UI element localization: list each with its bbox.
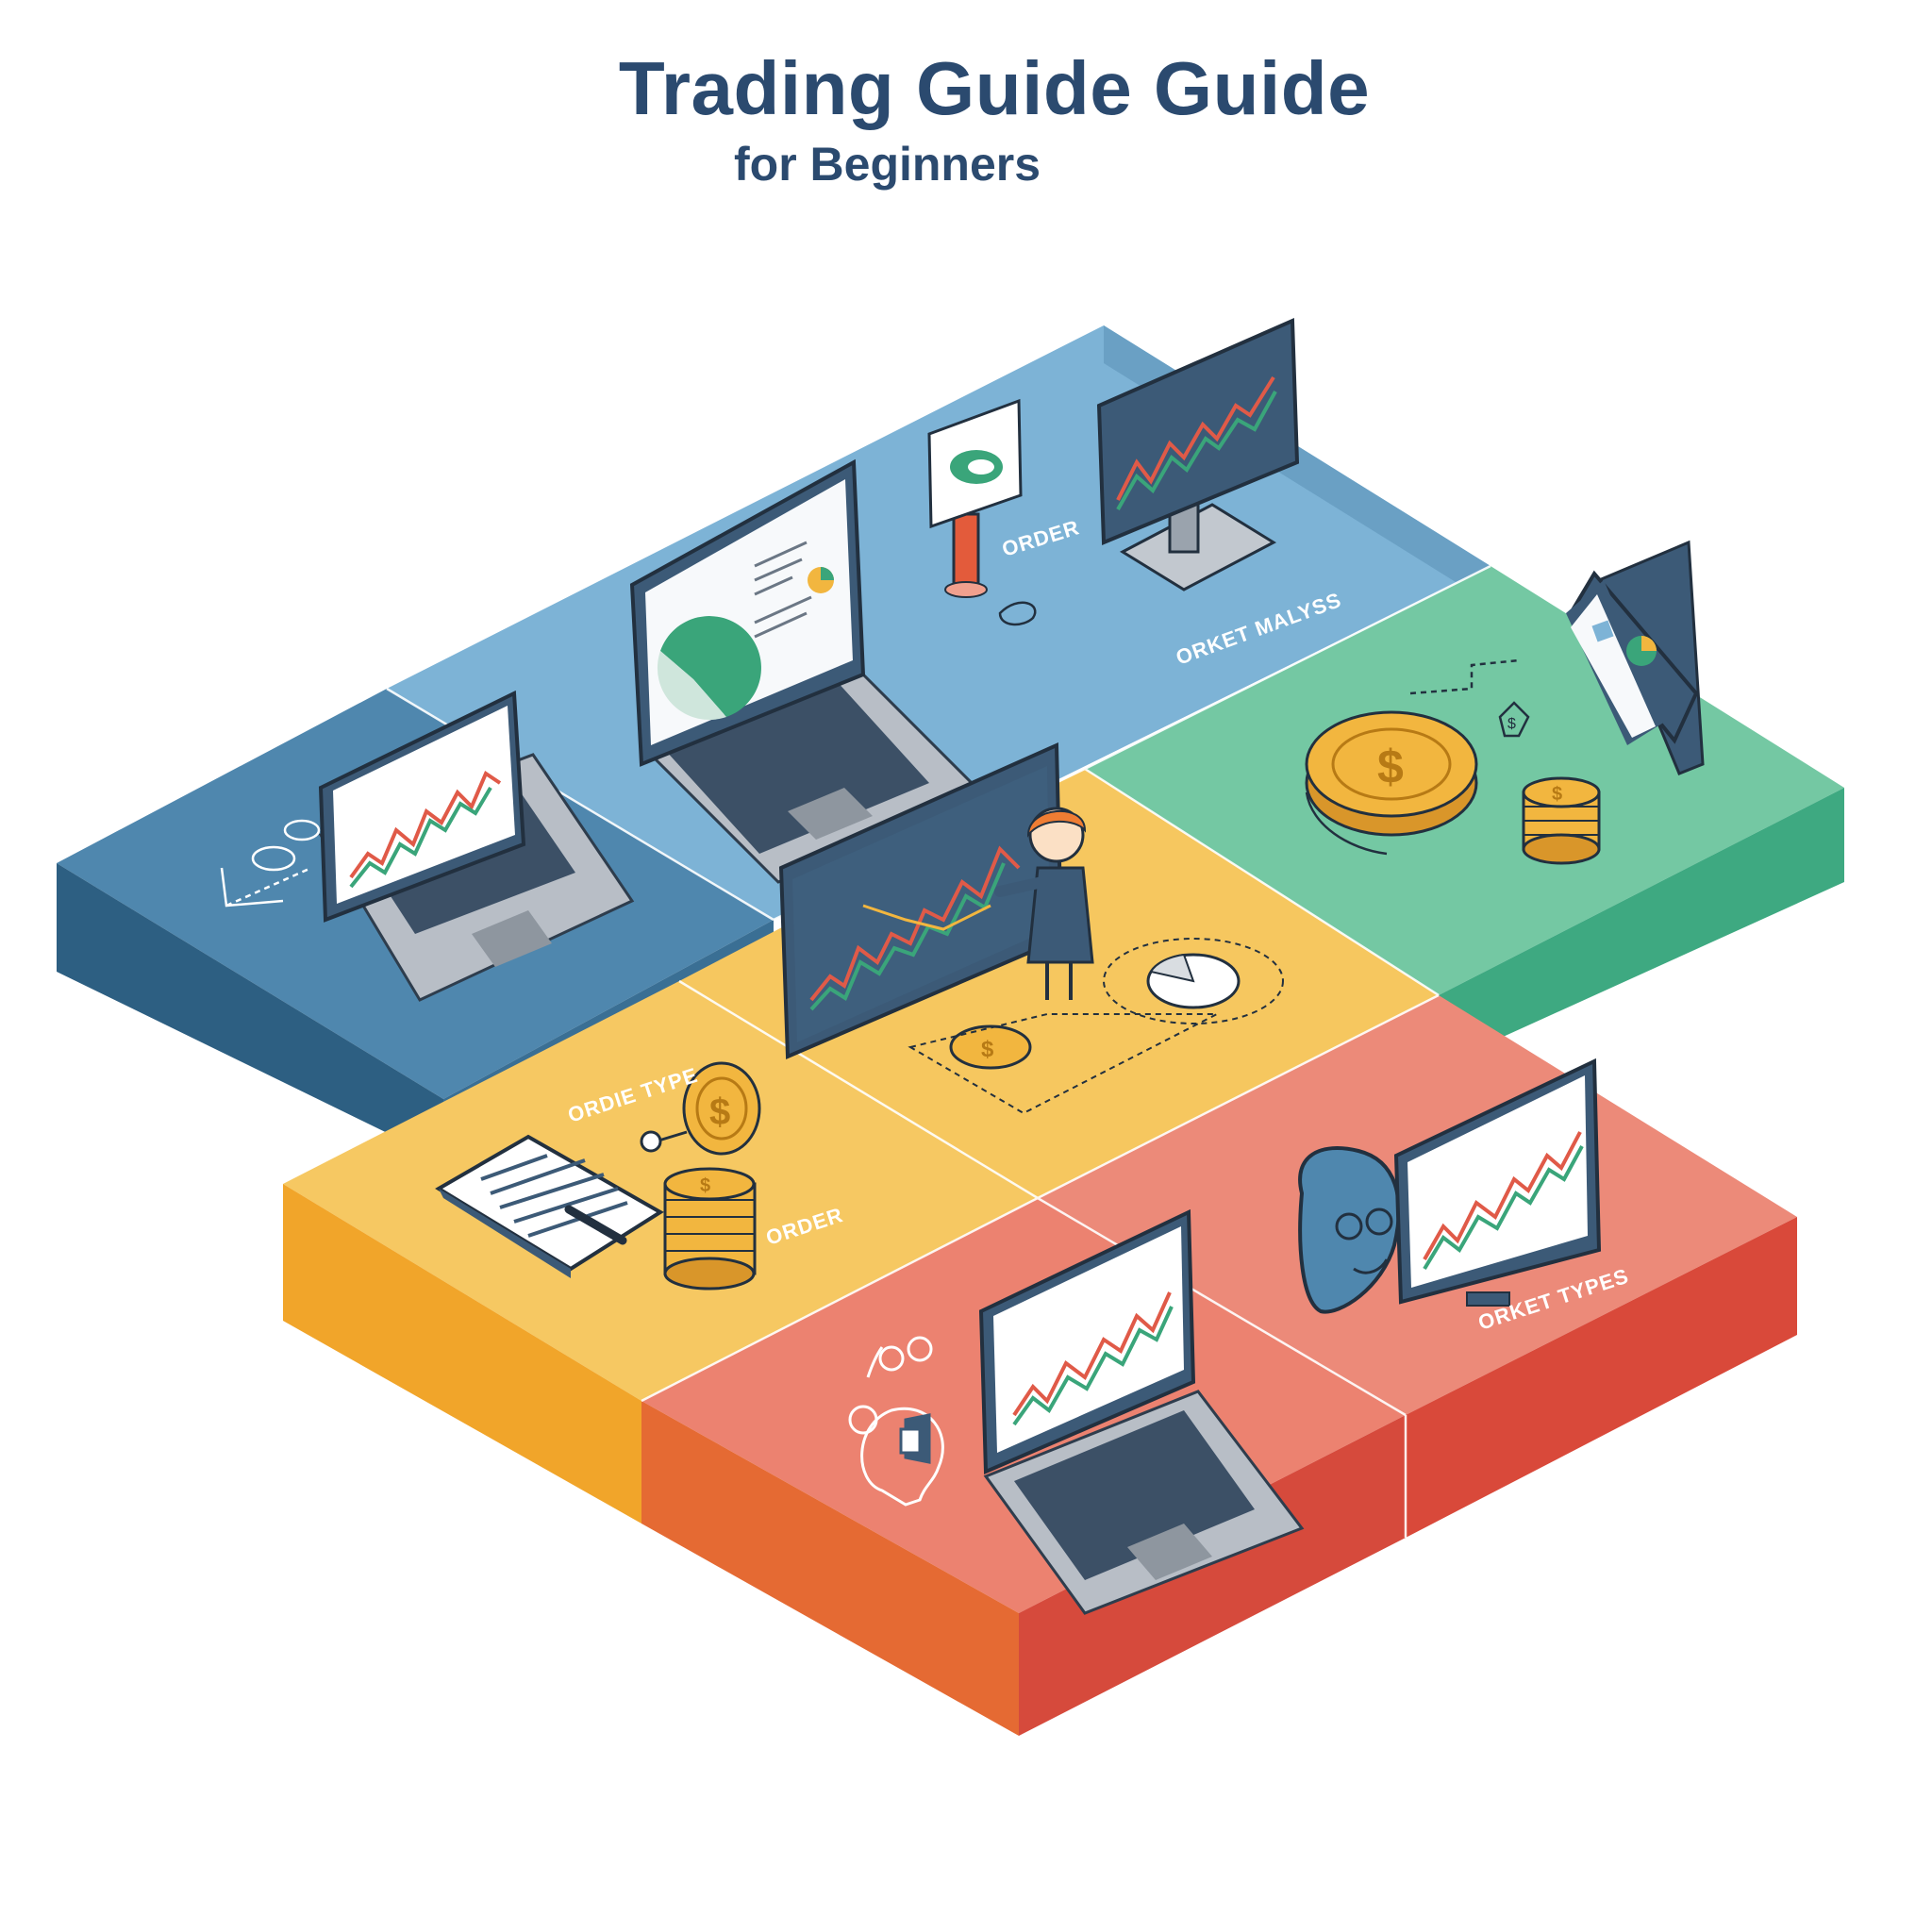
svg-text:$: $ <box>981 1037 994 1062</box>
coin-stack-icon: $ <box>1522 776 1601 865</box>
coin-icon-center: $ <box>908 1013 1218 1115</box>
svg-text:$: $ <box>700 1175 710 1196</box>
svg-text:$: $ <box>1507 716 1516 732</box>
coin-icon-tilted: $ <box>640 1061 761 1156</box>
face-with-glasses-icon <box>1298 1146 1401 1314</box>
pie-chart-icon <box>1103 938 1284 1024</box>
coin-icon-large: $ <box>1305 710 1478 837</box>
coin-stack-icon-front: $ <box>663 1167 757 1291</box>
standing-monitor-icon <box>778 741 1064 1059</box>
pointer-loop-icon <box>998 601 1037 626</box>
monitor-icon <box>1096 317 1300 591</box>
signboard-icon <box>927 398 1023 598</box>
notebook-icon <box>435 1134 664 1278</box>
link-chain-icon <box>220 819 321 908</box>
lightbulb-head-icon <box>848 1336 944 1507</box>
svg-text:$: $ <box>1377 741 1404 793</box>
curved-arrow-icon <box>1305 791 1388 856</box>
laptop-icon <box>318 690 635 1002</box>
person-icon <box>994 807 1094 1000</box>
front-yellow-tile <box>283 981 1038 1524</box>
svg-text:$: $ <box>1552 784 1562 805</box>
tablet-icon <box>1566 540 1705 775</box>
page-title: Trading Guide Guide <box>618 46 1371 130</box>
title-block: Trading Guide Guide for Beginners <box>0 38 1932 198</box>
monitor-icon-red <box>1393 1058 1602 1307</box>
dollar-tag-icon: $ <box>1409 658 1530 738</box>
svg-text:$: $ <box>709 1091 730 1133</box>
page-subtitle: for Beginners <box>734 138 1041 191</box>
laptop-icon-red <box>978 1208 1305 1615</box>
